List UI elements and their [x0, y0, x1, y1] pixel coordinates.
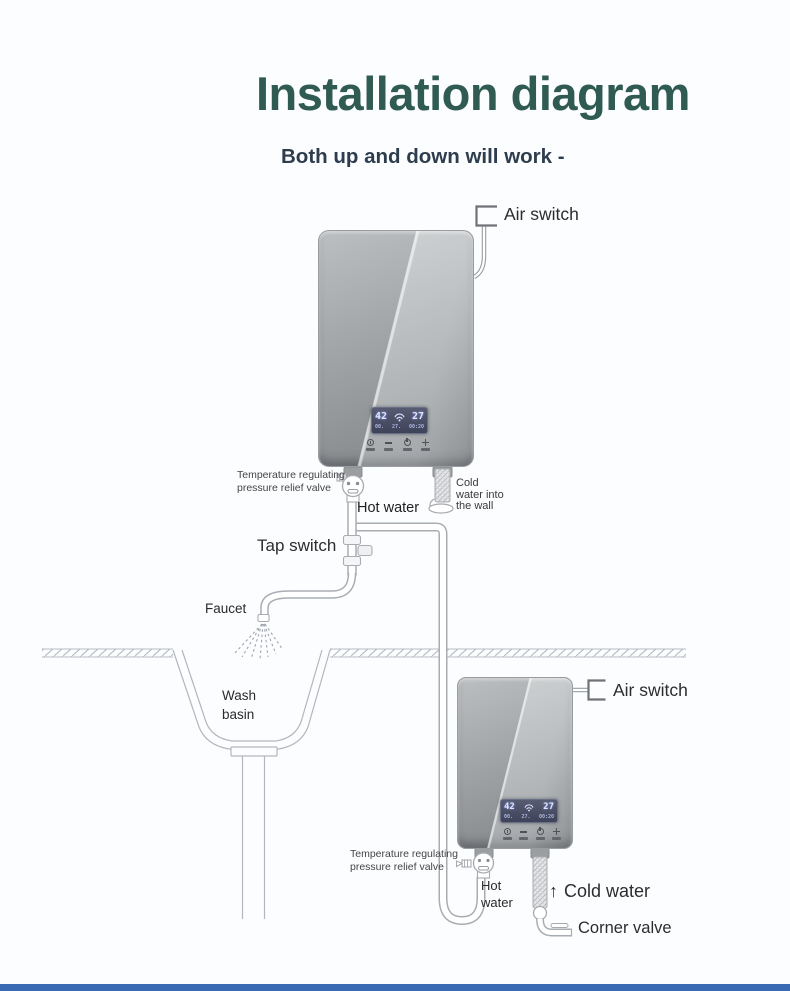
cold-water-label-lower: ↑Cold water [549, 881, 651, 901]
relief-valve-label-lower: Temperature regulating pressure relief v… [350, 848, 458, 873]
hot-water-label-upper: Hot water [357, 500, 420, 516]
hot-water-label-lower: Hot water [481, 878, 513, 910]
display-flow: 00. [375, 424, 385, 430]
control-display-upper: 42 27 00. 27. 00:20 [371, 407, 428, 434]
display-temp2: 27. [391, 424, 401, 430]
drain-pipe [230, 746, 278, 919]
display-set-temp: 42 [375, 411, 388, 422]
corner-valve-icon [532, 905, 573, 937]
touch-buttons-upper [366, 438, 430, 451]
wash-basin-label: Wash basin [222, 688, 257, 722]
display-set-temp: 42 [504, 802, 515, 813]
minus-button-icon [385, 439, 393, 446]
cold-supply-pipe [354, 522, 486, 925]
plus-button-icon [552, 828, 560, 835]
page-title: Installation diagram [256, 67, 690, 120]
cold-water-wall-label: Cold water into the wall [456, 477, 504, 512]
relief-valve-lower-icon [456, 852, 495, 879]
display-flow: 00. [504, 813, 514, 820]
air-switch-breaker-lower-icon [587, 679, 606, 701]
up-arrow-icon: ↑ [549, 881, 558, 901]
relief-valve-label-upper: Temperature regulating pressure relief v… [237, 469, 345, 494]
corner-valve-label: Corner valve [578, 919, 672, 937]
water-spray-icon [233, 623, 284, 660]
display-temp2: 27. [521, 813, 531, 820]
control-display-lower: 42 27 00. 27. 00:20 [500, 799, 558, 823]
page-subtitle: Both up and down will work - [281, 145, 565, 168]
wifi-icon [394, 413, 405, 421]
power-button-icon [536, 827, 544, 835]
display-time: 00:20 [408, 424, 424, 430]
relief-valve-upper-icon [336, 473, 365, 503]
tap-switch-label: Tap switch [257, 536, 337, 555]
wifi-icon [524, 804, 534, 812]
display-out-temp: 27 [411, 411, 424, 422]
footer-accent-bar [0, 984, 790, 991]
cold-hose-lower [532, 856, 548, 909]
display-out-temp: 27 [543, 802, 554, 813]
countertop [42, 648, 686, 658]
plus-button-icon [421, 439, 429, 446]
display-time: 00:20 [538, 813, 554, 820]
tap-switch-valve-icon [342, 534, 373, 567]
faucet-label: Faucet [205, 601, 247, 616]
water-heater-lower: 42 27 00. 27. 00:20 [457, 677, 573, 849]
power-wire-upper-icon [472, 226, 487, 280]
touch-buttons-lower [503, 827, 561, 840]
minus-button-icon [520, 828, 528, 835]
air-switch-label-upper: Air switch [504, 204, 579, 224]
power-button-icon [403, 438, 411, 446]
air-switch-label-lower: Air switch [613, 680, 688, 700]
cold-hose-upper [428, 468, 454, 514]
timer-button-icon [367, 439, 374, 446]
timer-button-icon [504, 828, 511, 835]
air-switch-breaker-upper-icon [475, 205, 497, 227]
water-heater-upper: 42 27 00. 27. 00:20 [318, 230, 474, 467]
faucet-pipe [257, 572, 357, 623]
